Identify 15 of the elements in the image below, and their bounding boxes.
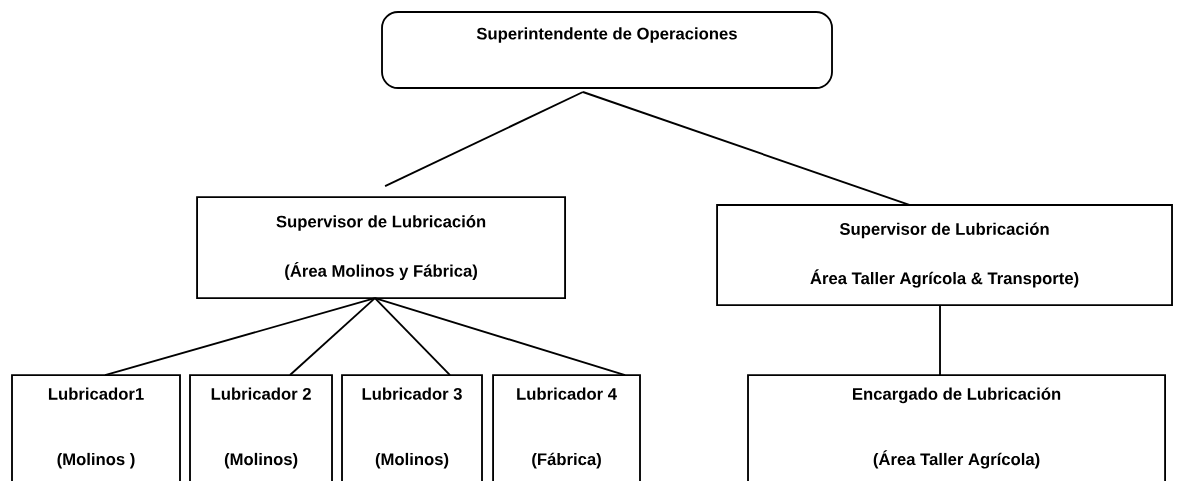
- connector-line: [289, 297, 376, 376]
- rounded-box: Superintendente de Operaciones: [381, 11, 833, 89]
- position-box: Encargado de Lubricación (Área Taller Agrícola): [747, 374, 1166, 481]
- connector-line: [582, 91, 911, 206]
- position-box: Supervisor de Lubricación (Área Molinos y Fábrica): [196, 196, 566, 300]
- connector-line: [104, 297, 376, 376]
- connector-line: [939, 304, 941, 376]
- connector-line: [374, 297, 626, 376]
- position-box: Lubricador 4 (Fábrica): [492, 374, 641, 481]
- position-box: Lubricador 3 (Molinos): [341, 374, 483, 481]
- position-box: Lubricador 2 (Molinos): [189, 374, 333, 481]
- position-box: Lubricador1 (Molinos ): [11, 374, 181, 481]
- connector-line: [374, 297, 451, 376]
- connector-line: [384, 91, 584, 188]
- position-box: Supervisor de Lubricación Área Taller Agrícola & Transporte): [716, 204, 1173, 306]
